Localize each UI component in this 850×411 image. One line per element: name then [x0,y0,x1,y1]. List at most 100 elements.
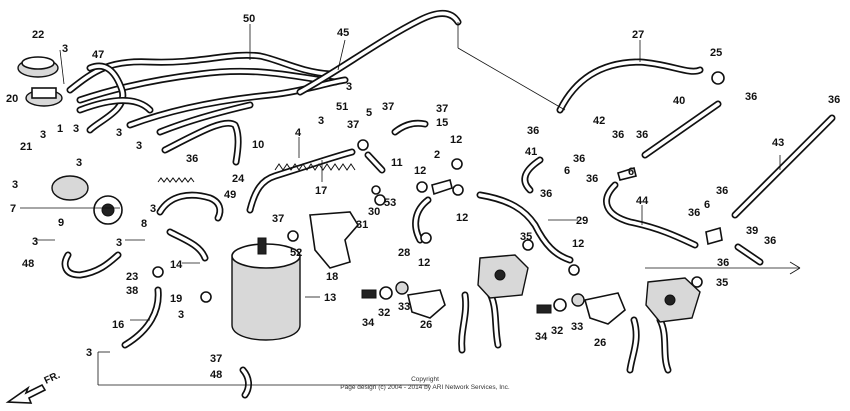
callout-35: 35 [716,277,728,289]
callout-36: 36 [540,188,552,200]
callout-36: 36 [716,185,728,197]
callout-2: 2 [434,149,440,161]
callout-36: 36 [612,129,624,141]
callout-33: 33 [571,321,583,333]
front-label: FR. [43,370,62,387]
callout-38: 38 [126,285,138,297]
callout-39: 39 [746,225,758,237]
callout-53: 53 [384,197,396,209]
callout-11: 11 [391,157,403,169]
callout-32: 32 [378,307,390,319]
callout-36: 36 [586,173,598,185]
callout-37: 37 [272,213,284,225]
callout-49: 49 [224,189,236,201]
callout-26: 26 [594,337,606,349]
callout-47: 47 [92,49,104,61]
callout-34: 34 [535,331,548,343]
callout-6: 6 [564,165,570,177]
callout-42: 42 [593,115,605,127]
copyright-footer: Copyright Page design (c) 2004 - 2014 by… [340,376,510,391]
callout-36: 36 [527,125,539,137]
callout-9: 9 [58,217,64,229]
callout-15: 15 [436,117,448,129]
callout-3: 3 [136,140,142,152]
callout-7: 7 [10,203,16,215]
front-arrow-icon [5,383,47,404]
callout-36: 36 [573,153,585,165]
callout-3: 3 [32,236,38,248]
callout-3: 3 [346,81,352,93]
leader-lines [20,22,801,386]
callout-19: 19 [170,293,182,305]
callout-27: 27 [632,29,644,41]
callout-32: 32 [551,325,563,337]
copyright-text: Page design (c) 2004 - 2014 by ARI Netwo… [340,384,510,391]
callout-44: 44 [636,195,649,207]
callout-50: 50 [243,13,255,25]
callout-30: 30 [368,206,380,218]
callout-17: 17 [315,185,327,197]
parts [17,56,725,341]
callout-3: 3 [318,115,324,127]
callout-6: 6 [628,166,634,178]
callout-25: 25 [710,47,722,59]
callout-31: 31 [356,219,368,231]
callout-36: 36 [717,257,729,269]
callout-36: 36 [186,153,198,165]
callout-3: 3 [116,237,122,249]
callout-36: 36 [636,129,648,141]
callout-12: 12 [450,134,462,146]
callout-3: 3 [76,157,82,169]
callout-4: 4 [295,127,302,139]
callout-12: 12 [418,257,430,269]
callout-51: 51 [336,101,348,113]
callout-22: 22 [32,29,44,41]
callout-12: 12 [572,238,584,250]
callout-3: 3 [116,127,122,139]
callout-13: 13 [324,292,336,304]
callout-37: 37 [382,101,394,113]
callout-37: 37 [347,119,359,131]
callouts: 22 20 3 47 50 45 3 51 3 27 25 40 36 36 2… [6,13,840,381]
callout-40: 40 [673,95,685,107]
callout-3: 3 [40,129,46,141]
copyright-title: Copyright [411,376,439,383]
callout-35: 35 [520,231,532,243]
callout-14: 14 [170,259,183,271]
callout-36: 36 [745,91,757,103]
callout-43: 43 [772,137,784,149]
callout-48: 48 [210,369,222,381]
callout-6: 6 [704,199,710,211]
callout-37: 37 [436,103,448,115]
callout-1: 1 [57,123,63,135]
hoses [61,10,836,399]
front-direction-indicator: FR. [5,370,62,404]
callout-5: 5 [366,107,372,119]
callout-12: 12 [456,212,468,224]
callout-36: 36 [828,94,840,106]
callout-3: 3 [178,309,184,321]
callout-8: 8 [141,218,147,230]
callout-36: 36 [764,235,776,247]
callout-3: 3 [73,123,79,135]
callout-45: 45 [337,27,349,39]
callout-3: 3 [150,203,156,215]
callout-3: 3 [12,179,18,191]
callout-3: 3 [86,347,92,359]
callout-3: 3 [62,43,68,55]
callout-36: 36 [688,207,700,219]
callout-29: 29 [576,215,588,227]
callout-37: 37 [210,353,222,365]
callout-48: 48 [22,258,34,270]
callout-28: 28 [398,247,410,259]
callout-20: 20 [6,93,18,105]
callout-41: 41 [525,146,537,158]
callout-18: 18 [326,271,338,283]
callout-12: 12 [414,165,426,177]
callout-24: 24 [232,173,245,185]
callout-16: 16 [112,319,124,331]
callout-23: 23 [126,271,138,283]
callout-33: 33 [398,301,410,313]
callout-26: 26 [420,319,432,331]
